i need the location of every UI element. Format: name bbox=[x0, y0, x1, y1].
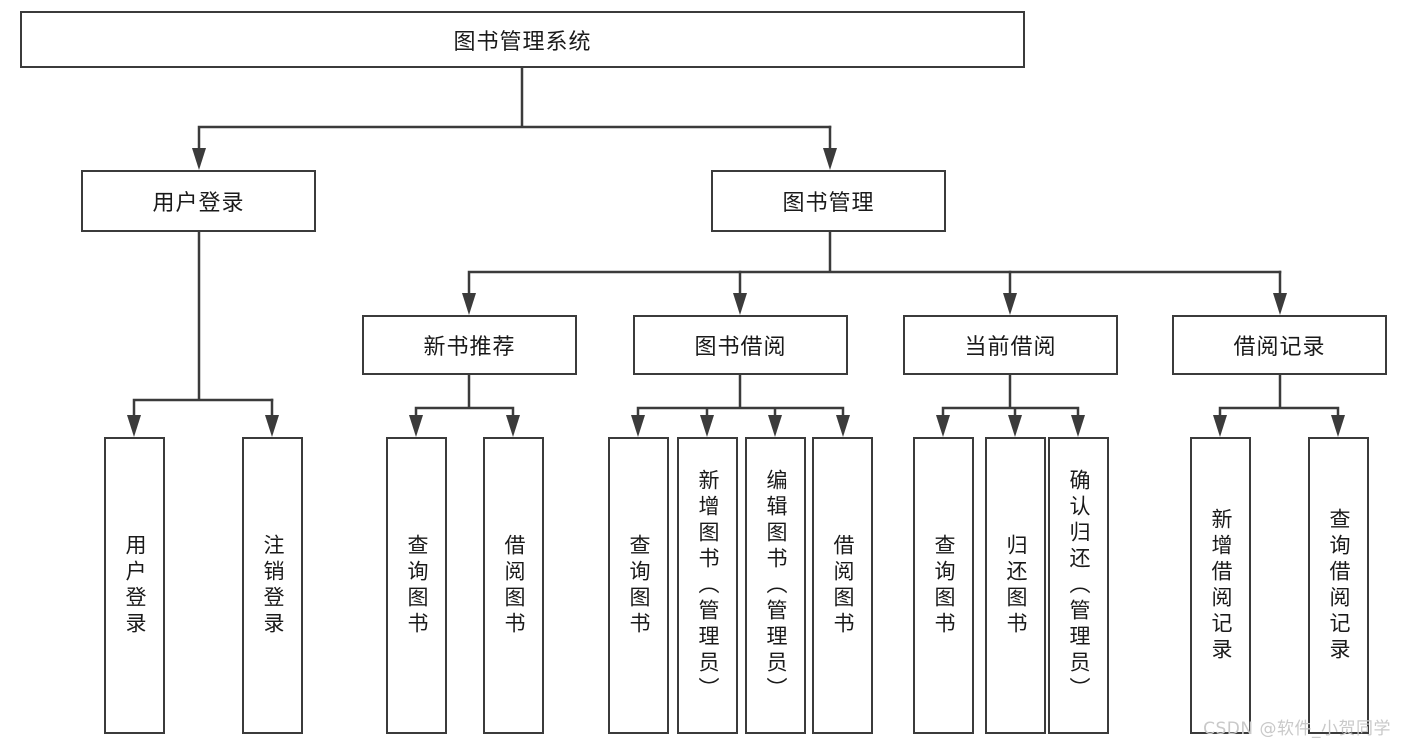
leaf-label: 查询图书 bbox=[627, 533, 651, 638]
root-node[interactable]: 图书管理系统 bbox=[20, 11, 1025, 68]
connector-line bbox=[414, 373, 515, 432]
connector-arrowhead bbox=[700, 415, 714, 437]
leaf-node[interactable]: 借阅图书 bbox=[483, 437, 544, 734]
connector-arrowhead bbox=[409, 415, 423, 437]
connector-arrowhead bbox=[936, 415, 950, 437]
connector-arrowhead bbox=[1003, 293, 1017, 315]
connector-line bbox=[132, 230, 274, 432]
connector-arrowhead bbox=[127, 415, 141, 437]
connector-arrowhead bbox=[1213, 415, 1227, 437]
leaf-label: 借阅图书 bbox=[831, 533, 855, 638]
leaf-label: 确认归还（管理员） bbox=[1067, 468, 1091, 703]
connector-arrowhead bbox=[462, 293, 476, 315]
level2-label: 新书推荐 bbox=[423, 335, 516, 360]
connector-line bbox=[467, 230, 1282, 310]
watermark-text: CSDN @软件_小贺同学 bbox=[1203, 719, 1391, 739]
connector-arrowhead bbox=[1273, 293, 1287, 315]
level1-label: 图书管理 bbox=[782, 191, 875, 216]
leaf-node[interactable]: 查询借阅记录 bbox=[1308, 437, 1369, 734]
leaf-node[interactable]: 用户登录 bbox=[104, 437, 165, 734]
leaf-node[interactable]: 借阅图书 bbox=[812, 437, 873, 734]
leaf-node[interactable]: 归还图书 bbox=[985, 437, 1046, 734]
leaf-label: 归还图书 bbox=[1004, 533, 1028, 638]
level2-node[interactable]: 新书推荐 bbox=[362, 315, 577, 375]
leaf-label: 查询图书 bbox=[405, 533, 429, 638]
leaf-label: 借阅图书 bbox=[502, 533, 526, 638]
level2-node[interactable]: 借阅记录 bbox=[1172, 315, 1387, 375]
connector-arrowhead bbox=[823, 148, 837, 170]
level2-node[interactable]: 图书借阅 bbox=[633, 315, 848, 375]
connector-line bbox=[636, 373, 845, 432]
leaf-node[interactable]: 确认归还（管理员） bbox=[1048, 437, 1109, 734]
connector-arrowhead bbox=[733, 293, 747, 315]
connector-arrowhead bbox=[768, 415, 782, 437]
connector-arrowhead bbox=[1071, 415, 1085, 437]
level2-label: 图书借阅 bbox=[694, 335, 787, 360]
leaf-node[interactable]: 新增借阅记录 bbox=[1190, 437, 1251, 734]
leaf-label: 用户登录 bbox=[123, 533, 147, 638]
leaf-node[interactable]: 查询图书 bbox=[913, 437, 974, 734]
leaf-node[interactable]: 查询图书 bbox=[608, 437, 669, 734]
connector-arrowhead bbox=[1331, 415, 1345, 437]
connector-arrowhead bbox=[265, 415, 279, 437]
root-label: 图书管理系统 bbox=[453, 29, 592, 55]
connector-line bbox=[1218, 373, 1340, 432]
connector-arrowhead bbox=[506, 415, 520, 437]
connector-arrowhead bbox=[1008, 415, 1022, 437]
leaf-node[interactable]: 编辑图书（管理员） bbox=[745, 437, 806, 734]
leaf-label: 查询图书 bbox=[932, 533, 956, 638]
level1-label: 用户登录 bbox=[152, 191, 245, 216]
leaf-label: 编辑图书（管理员） bbox=[764, 468, 788, 703]
connector-arrowhead bbox=[631, 415, 645, 437]
level2-label: 当前借阅 bbox=[964, 335, 1057, 360]
leaf-label: 新增图书（管理员） bbox=[696, 468, 720, 703]
level2-label: 借阅记录 bbox=[1233, 335, 1326, 360]
leaf-label: 新增借阅记录 bbox=[1209, 507, 1233, 664]
connector-arrowhead bbox=[836, 415, 850, 437]
leaf-label: 查询借阅记录 bbox=[1327, 507, 1351, 664]
leaf-node[interactable]: 新增图书（管理员） bbox=[677, 437, 738, 734]
level1-node[interactable]: 图书管理 bbox=[711, 170, 946, 232]
connector-line bbox=[197, 66, 832, 165]
connector-line bbox=[941, 373, 1080, 432]
level1-node[interactable]: 用户登录 bbox=[81, 170, 316, 232]
leaf-label: 注销登录 bbox=[261, 533, 285, 638]
level2-node[interactable]: 当前借阅 bbox=[903, 315, 1118, 375]
leaf-node[interactable]: 查询图书 bbox=[386, 437, 447, 734]
connector-arrowhead bbox=[192, 148, 206, 170]
leaf-node[interactable]: 注销登录 bbox=[242, 437, 303, 734]
